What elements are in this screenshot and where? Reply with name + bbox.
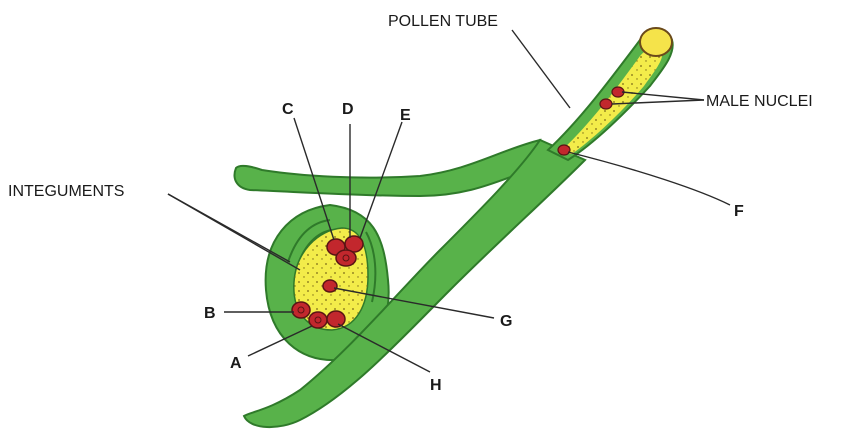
labels: POLLEN TUBE MALE NUCLEI INTEGUMENTS C D … [8,13,813,394]
antipodal-cell-1 [292,302,310,318]
tube-nucleus [558,145,570,155]
label-a: A [230,355,242,372]
label-g: G [500,313,512,330]
label-f: F [734,203,744,220]
secondary-nucleus [323,280,337,292]
label-pollen-tube: POLLEN TUBE [388,13,498,30]
egg-cell [336,250,356,266]
label-e: E [400,107,411,124]
label-c: C [282,101,294,118]
upper-arm [235,140,540,196]
label-integuments: INTEGUMENTS [8,183,124,200]
antipodal-cell-3 [327,311,345,327]
label-b: B [204,305,216,322]
label-male-nuclei: MALE NUCLEI [706,93,813,110]
leader-f [568,152,730,205]
male-nucleus-2 [600,99,612,109]
label-h: H [430,377,442,394]
pollen-grain [640,28,672,56]
leader-pollen-tube [512,30,570,108]
label-d: D [342,101,354,118]
